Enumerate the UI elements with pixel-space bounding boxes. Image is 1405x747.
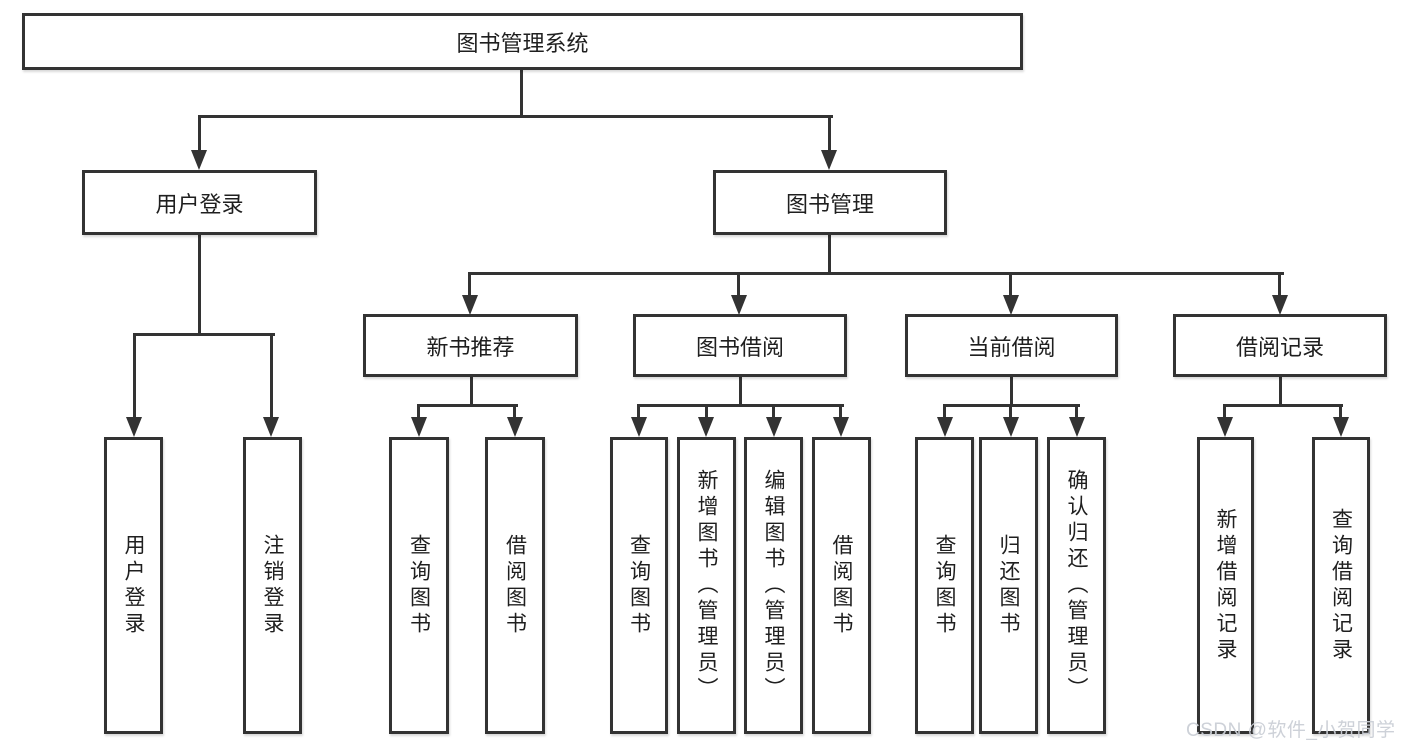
arrowhead-icon bbox=[1069, 417, 1085, 437]
arrowhead-icon bbox=[1272, 295, 1288, 315]
connector-line bbox=[828, 234, 831, 275]
node-borrowing-records: 借阅记录 bbox=[1173, 314, 1387, 377]
connector-line bbox=[198, 115, 833, 118]
arrowhead-icon bbox=[462, 295, 478, 315]
node-leaf-return-books: 归还图书 bbox=[979, 437, 1038, 734]
node-label: 新增图书（管理员） bbox=[695, 468, 718, 703]
connector-line bbox=[1010, 376, 1013, 406]
node-leaf-user-login: 用户登录 bbox=[104, 437, 163, 734]
node-label: 借阅记录 bbox=[1235, 334, 1324, 360]
connector-line bbox=[1278, 272, 1281, 297]
connector-line bbox=[1075, 404, 1078, 419]
connector-line bbox=[1009, 404, 1012, 419]
node-label: 图书管理系统 bbox=[456, 30, 589, 56]
node-label: 借阅图书 bbox=[503, 533, 527, 638]
node-user-login: 用户登录 bbox=[82, 170, 317, 235]
connector-line bbox=[737, 272, 740, 297]
node-leaf-current-query-books: 查询图书 bbox=[915, 437, 974, 734]
node-leaf-add-borrow-record: 新增借阅记录 bbox=[1197, 437, 1254, 734]
arrowhead-icon bbox=[1003, 295, 1019, 315]
connector-line bbox=[513, 404, 516, 419]
connector-line bbox=[198, 115, 201, 153]
node-label: 查询图书 bbox=[407, 533, 431, 638]
node-book-management: 图书管理 bbox=[713, 170, 947, 235]
node-leaf-query-borrow-record: 查询借阅记录 bbox=[1312, 437, 1370, 734]
connector-line bbox=[1224, 404, 1343, 407]
connector-line bbox=[470, 376, 473, 406]
connector-line bbox=[943, 404, 946, 419]
node-label: 注销登录 bbox=[261, 533, 284, 638]
node-label: 图书管理 bbox=[785, 191, 874, 217]
node-label: 查询图书 bbox=[933, 533, 956, 638]
node-new-book-recommend: 新书推荐 bbox=[363, 314, 578, 377]
connector-line bbox=[417, 404, 420, 419]
node-leaf-borrow-books: 借阅图书 bbox=[812, 437, 871, 734]
node-label: 新增借阅记录 bbox=[1214, 507, 1237, 664]
arrowhead-icon bbox=[731, 295, 747, 315]
connector-line bbox=[944, 404, 1080, 407]
node-leaf-logout: 注销登录 bbox=[243, 437, 302, 734]
arrowhead-icon bbox=[126, 417, 142, 437]
connector-line bbox=[520, 69, 523, 117]
connector-line bbox=[270, 333, 273, 419]
node-root-system: 图书管理系统 bbox=[22, 13, 1023, 70]
node-book-borrowing: 图书借阅 bbox=[633, 314, 847, 377]
arrowhead-icon bbox=[1217, 417, 1233, 437]
arrowhead-icon bbox=[698, 417, 714, 437]
node-label: 确认归还（管理员） bbox=[1065, 468, 1088, 703]
connector-line bbox=[772, 404, 775, 419]
connector-line bbox=[1009, 272, 1012, 297]
connector-line bbox=[828, 115, 831, 153]
arrowhead-icon bbox=[833, 417, 849, 437]
node-leaf-confirm-return-admin: 确认归还（管理员） bbox=[1047, 437, 1106, 734]
node-leaf-recommend-borrow-books: 借阅图书 bbox=[485, 437, 545, 734]
connector-line bbox=[1339, 404, 1342, 419]
arrowhead-icon bbox=[191, 150, 207, 170]
node-label: 图书借阅 bbox=[695, 334, 784, 360]
csdn-watermark: CSDN @软件_小贺同学 bbox=[1186, 720, 1396, 741]
node-label: 编辑图书（管理员） bbox=[762, 468, 785, 703]
connector-line bbox=[198, 235, 201, 335]
connector-line bbox=[839, 404, 842, 419]
node-leaf-recommend-query-books: 查询图书 bbox=[389, 437, 449, 734]
arrowhead-icon bbox=[1003, 417, 1019, 437]
connector-line bbox=[133, 333, 275, 336]
node-label: 新书推荐 bbox=[426, 334, 515, 360]
connector-line bbox=[637, 404, 640, 419]
node-current-borrowing: 当前借阅 bbox=[905, 314, 1118, 377]
arrowhead-icon bbox=[821, 150, 837, 170]
node-label: 查询借阅记录 bbox=[1329, 507, 1353, 664]
connector-line bbox=[1223, 404, 1226, 419]
arrowhead-icon bbox=[411, 417, 427, 437]
node-label: 查询图书 bbox=[627, 533, 651, 638]
node-label: 借阅图书 bbox=[830, 533, 853, 638]
connector-line bbox=[638, 404, 844, 407]
connector-line bbox=[469, 272, 1284, 275]
connector-line bbox=[1279, 376, 1282, 406]
node-label: 用户登录 bbox=[122, 533, 145, 638]
arrowhead-icon bbox=[507, 417, 523, 437]
connector-line bbox=[468, 272, 471, 297]
arrowhead-icon bbox=[1333, 417, 1349, 437]
node-leaf-borrowing-query-books: 查询图书 bbox=[610, 437, 668, 734]
connector-line bbox=[133, 333, 136, 419]
connector-line bbox=[739, 376, 742, 406]
arrowhead-icon bbox=[937, 417, 953, 437]
node-label: 当前借阅 bbox=[967, 334, 1056, 360]
node-leaf-edit-books-admin: 编辑图书（管理员） bbox=[744, 437, 803, 734]
arrowhead-icon bbox=[766, 417, 782, 437]
connector-line bbox=[705, 404, 708, 419]
node-label: 用户登录 bbox=[155, 191, 244, 217]
arrowhead-icon bbox=[631, 417, 647, 437]
node-leaf-add-books-admin: 新增图书（管理员） bbox=[677, 437, 736, 734]
connector-line bbox=[418, 404, 518, 407]
arrowhead-icon bbox=[263, 417, 279, 437]
node-label: 归还图书 bbox=[997, 533, 1020, 638]
